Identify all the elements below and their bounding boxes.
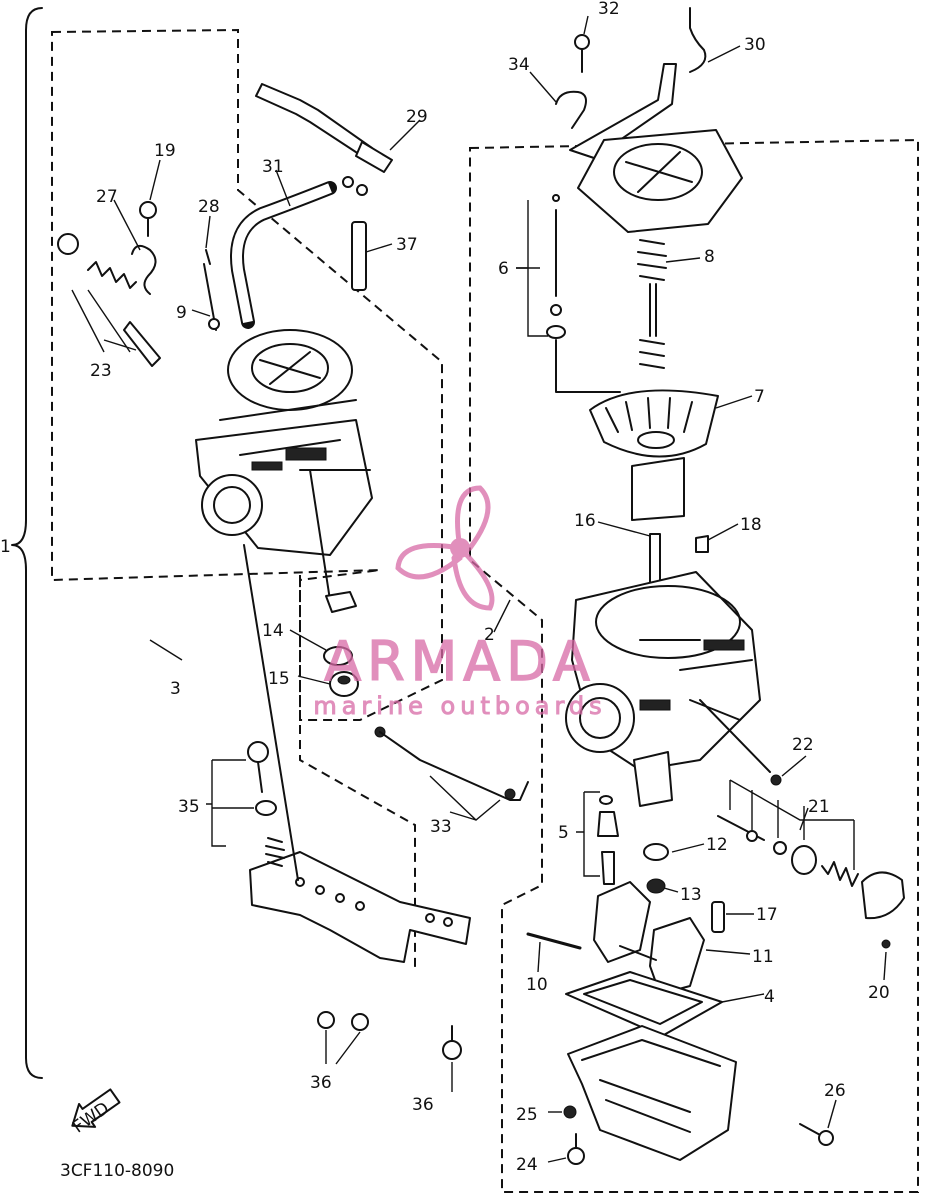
link-rod-33 <box>379 731 529 801</box>
callout-17: 17 <box>756 905 778 925</box>
callout-25: 25 <box>516 1105 538 1125</box>
screw-36a <box>317 1011 335 1029</box>
assembly-bracket <box>11 7 43 1079</box>
callout-36a: 36 <box>310 1073 332 1093</box>
callout-10: 10 <box>526 975 548 995</box>
callout-8: 8 <box>704 247 715 267</box>
plug-18 <box>695 535 709 553</box>
hose-37 <box>351 221 367 291</box>
callout-12: 12 <box>706 835 728 855</box>
callout-29: 29 <box>406 107 428 127</box>
float-bowl <box>567 1025 737 1161</box>
callout-36b: 36 <box>412 1095 434 1115</box>
jet-17 <box>711 901 725 933</box>
callout-28: 28 <box>198 197 220 217</box>
spring-21 <box>821 861 859 887</box>
group-bracket-label: 1 <box>0 537 11 557</box>
callout-16: 16 <box>574 511 596 531</box>
callout-13: 13 <box>680 885 702 905</box>
callout-35: 35 <box>178 797 200 817</box>
left-carb-boundary <box>51 28 443 721</box>
callout-5: 5 <box>558 823 569 843</box>
callout-34: 34 <box>508 55 530 75</box>
screw-36c <box>442 1040 462 1060</box>
float-11 <box>593 881 651 963</box>
right-carb-boundary <box>469 138 919 1193</box>
forward-arrow <box>71 1088 121 1128</box>
screw-19 <box>139 201 157 219</box>
pin-10 <box>526 932 582 950</box>
callout-7: 7 <box>754 387 765 407</box>
callout-24: 24 <box>516 1155 538 1175</box>
callout-18: 18 <box>740 515 762 535</box>
screw-22 <box>770 774 782 786</box>
connecting-frame <box>299 575 416 970</box>
clip-30 <box>689 7 707 73</box>
callout-23: 23 <box>90 361 112 381</box>
watermark-brand: ARMADA <box>324 630 596 693</box>
callout-19: 19 <box>154 141 176 161</box>
callout-30: 30 <box>744 35 766 55</box>
screw-35 <box>247 741 269 763</box>
drawing-code: 3CF110-8090 <box>60 1161 174 1181</box>
spring-23 <box>87 261 137 289</box>
main-jet-5 <box>597 811 619 837</box>
fuel-pipe-29 <box>255 83 393 196</box>
callout-labels: 2 3 4 5 6 7 8 9 10 11 12 13 14 15 16 17 … <box>90 0 890 1175</box>
drain-plug-25 <box>563 1105 577 1119</box>
clip-34 <box>555 90 587 129</box>
callout-27: 27 <box>96 187 118 207</box>
callout-26: 26 <box>824 1081 846 1101</box>
top-cover <box>577 129 743 233</box>
watermark-tagline: marine outboards <box>313 692 606 720</box>
spring-8 <box>637 239 667 369</box>
washer-12 <box>643 843 669 861</box>
callout-15: 15 <box>268 669 290 689</box>
callout-20: 20 <box>868 983 890 1003</box>
callout-33: 33 <box>430 817 452 837</box>
callout-14: 14 <box>262 621 284 641</box>
screw-26 <box>799 1123 823 1137</box>
callout-2: 2 <box>484 625 495 645</box>
valve-13 <box>646 878 666 894</box>
left-carburetor <box>195 329 373 556</box>
callout-32: 32 <box>598 0 620 19</box>
watermark: ARMADA marine outboards <box>313 485 606 721</box>
callout-37: 37 <box>396 235 418 255</box>
leader-lines <box>71 15 887 1163</box>
right-carburetor <box>565 571 761 807</box>
callout-11: 11 <box>752 947 774 967</box>
callout-22: 22 <box>792 735 814 755</box>
screw-24 <box>567 1147 585 1165</box>
spring-clip-27 <box>131 244 157 295</box>
callout-21: 21 <box>808 797 830 817</box>
callout-4: 4 <box>764 987 775 1007</box>
screw-36b <box>351 1013 369 1031</box>
piston-7 <box>631 457 685 521</box>
spring-35 <box>265 837 285 867</box>
diaphragm-7 <box>589 389 719 458</box>
callout-3: 3 <box>170 679 181 699</box>
callout-6: 6 <box>498 259 509 279</box>
callout-31: 31 <box>262 157 284 177</box>
screw-32 <box>574 34 590 50</box>
o-ring-21 <box>791 845 817 875</box>
callout-9: 9 <box>176 303 187 323</box>
pin-28 <box>203 249 217 331</box>
cap-23 <box>57 233 79 255</box>
cover-21 <box>861 871 905 920</box>
propeller-logo-icon <box>395 485 495 611</box>
screw-20 <box>881 939 891 949</box>
washer-14 <box>323 646 353 666</box>
mounting-bracket <box>249 851 471 963</box>
